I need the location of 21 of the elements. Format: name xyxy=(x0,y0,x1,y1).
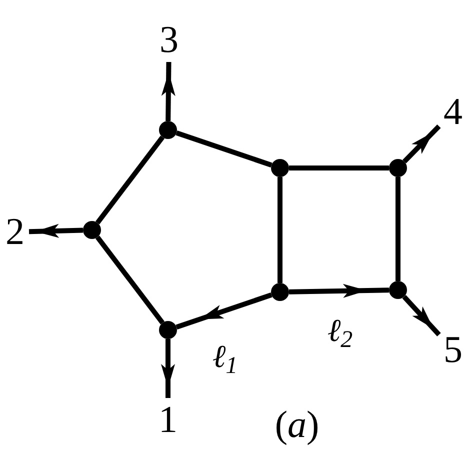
leg-number: 2 xyxy=(1,210,29,254)
leg-number: 1 xyxy=(153,398,183,442)
leg-number: 5 xyxy=(439,328,467,372)
arrow xyxy=(161,339,175,398)
arrow xyxy=(402,124,441,164)
arrow xyxy=(402,294,441,336)
arrow xyxy=(176,292,272,330)
line xyxy=(278,177,282,283)
line xyxy=(176,130,272,168)
edge-label: ℓ$_{2}$ xyxy=(327,314,353,346)
arrow xyxy=(28,224,84,238)
leg-number: 4 xyxy=(439,90,467,134)
arrow xyxy=(161,62,176,122)
line xyxy=(289,166,389,170)
caption: (a) xyxy=(274,406,320,444)
line xyxy=(396,177,400,281)
edge-label: ℓ$_{1}$ xyxy=(212,340,238,372)
leg-number: 3 xyxy=(154,18,184,62)
arrow xyxy=(288,284,390,298)
line xyxy=(95,136,165,224)
line xyxy=(95,236,165,324)
